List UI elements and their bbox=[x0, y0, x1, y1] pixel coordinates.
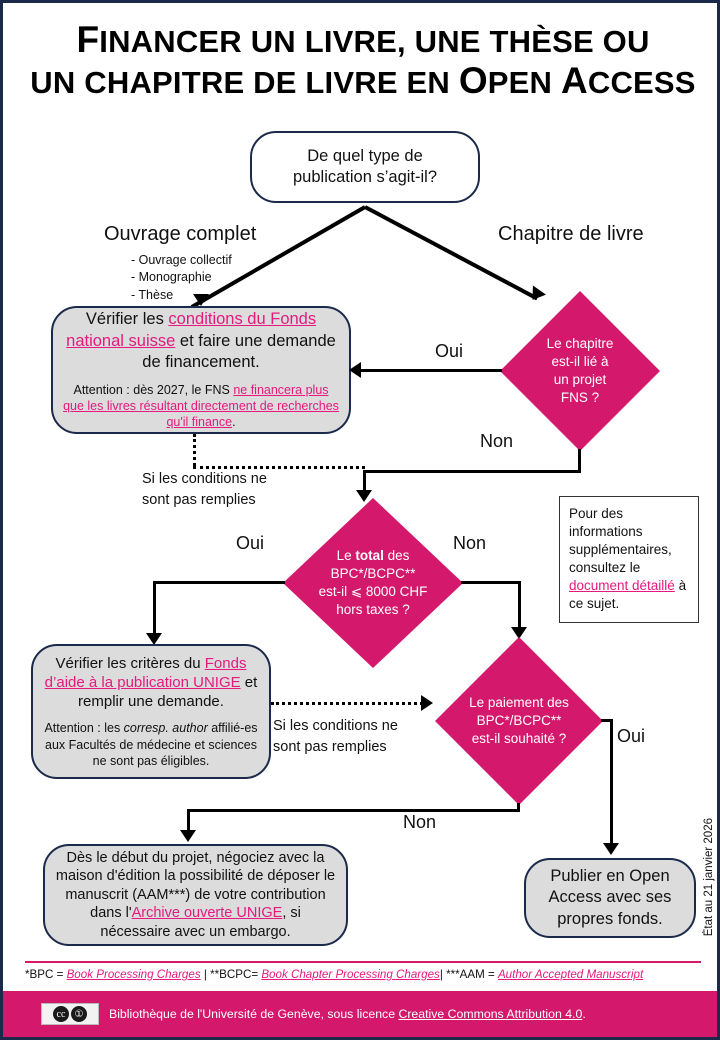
title-line1-capital: F bbox=[76, 19, 100, 60]
title-line2-o: O bbox=[458, 60, 488, 102]
arrowhead-total-no bbox=[511, 627, 527, 639]
edge-total-yes-horiz bbox=[153, 581, 285, 585]
archive-ouverte-link[interactable]: Archive ouverte UNIGE bbox=[131, 905, 283, 922]
title-line2-a2: A bbox=[560, 60, 588, 102]
fns-box-main: Vérifier les conditions du Fonds nationa… bbox=[66, 310, 336, 371]
arrowhead-to-fns-box bbox=[193, 294, 209, 306]
unige-fund-link[interactable]: Fonds d’aide à la publication UNIGE bbox=[44, 654, 247, 692]
cc-license-link[interactable]: Creative Commons Attribution 4.0 bbox=[398, 1007, 583, 1021]
edge-fns-no-horiz bbox=[363, 470, 581, 474]
decision-chapter-fns-text: Le chapitre est-il lié à un projet FNS ? bbox=[546, 335, 614, 406]
edge-total-no-vert bbox=[518, 581, 522, 629]
label-oui-fns: Oui bbox=[435, 341, 464, 361]
sublist-item-0: - Ouvrage collectif bbox=[131, 253, 232, 267]
start-line1: De quel type de bbox=[307, 146, 423, 165]
cc-mark: cc bbox=[53, 1006, 69, 1022]
publish-line2: Access avec ses bbox=[548, 888, 672, 907]
unige-box-note: Attention : les corresp. author affilié-… bbox=[44, 721, 258, 768]
label-oui-payment: Oui bbox=[617, 726, 646, 746]
start-line2: publication s’agit-il? bbox=[293, 168, 437, 186]
arrowhead-payment-no bbox=[180, 830, 196, 842]
aam-deposit-box: Dès le début du projet, négociez avec la… bbox=[43, 844, 348, 946]
edge-payment-no-down bbox=[187, 809, 191, 833]
edge-payment-yes-vert bbox=[610, 719, 614, 845]
decision-payment-desired: Le paiement des BPC*/BCPC** est-il souha… bbox=[435, 637, 603, 805]
decision-payment-text: Le paiement des BPC*/BCPC** est-il souha… bbox=[469, 694, 569, 747]
dotted-edge-1-horiz bbox=[193, 466, 365, 469]
fns-policy-link[interactable]: ne financera plus que les livres résulta… bbox=[63, 382, 339, 430]
aam-definition-link[interactable]: Author Accepted Manuscript bbox=[497, 968, 644, 981]
edge-total-yes-vert bbox=[153, 581, 157, 635]
label-non-total: Non bbox=[453, 533, 487, 553]
label-non-fns: Non bbox=[480, 431, 514, 451]
total-line1: Le total des bbox=[336, 547, 410, 563]
title-line2-ccess: CCESS bbox=[587, 65, 696, 101]
branch-left-sublist: - Ouvrage collectif - Monographie - Thès… bbox=[131, 252, 232, 304]
fns-box-note: Attention : dès 2027, le FNS ne financer… bbox=[63, 382, 339, 430]
label-oui-total: Oui bbox=[236, 533, 265, 553]
by-mark: ① bbox=[71, 1006, 87, 1022]
edge-fns-no-vert bbox=[578, 449, 582, 473]
branch-label-left: Ouvrage complet bbox=[104, 223, 257, 245]
unige-note-italic: corresp. author bbox=[123, 721, 208, 736]
decision-total-bpc: Le total des BPC*/BCPC** est-il ⩽ 8000 C… bbox=[283, 498, 463, 668]
sublist-item-1: - Monographie bbox=[131, 270, 212, 285]
status-date: État au 21 janvier 2026 bbox=[703, 818, 715, 937]
dotted-edge-2 bbox=[271, 702, 423, 705]
creative-commons-icon: cc ① bbox=[41, 1003, 99, 1025]
branch-label-right: Chapitre de livre bbox=[498, 223, 644, 245]
dotted-edge-1-vert bbox=[193, 434, 196, 466]
label-non-payment: Non bbox=[403, 812, 437, 832]
edge-payment-no-horiz bbox=[187, 809, 520, 813]
unige-box-main: Vérifier les critères du Fonds d’aide à … bbox=[44, 654, 258, 711]
sublist-item-2: - Thèse bbox=[131, 287, 174, 302]
detailed-document-link[interactable]: document détaillé bbox=[569, 577, 675, 593]
decision-total-bpc-text: Le total des BPC*/BCPC** est-il ⩽ 8000 C… bbox=[318, 547, 428, 618]
edge-payment-yes-horiz bbox=[601, 719, 613, 723]
arrowhead-to-chapter-diamond bbox=[526, 285, 546, 305]
arrowhead-fns-no bbox=[356, 490, 372, 502]
footnotes: *BPC = Book Processing Charges | **BCPC=… bbox=[25, 968, 644, 981]
decision-chapter-fns: Le chapitre est-il lié à un projet FNS ? bbox=[500, 291, 660, 451]
bcpc-definition-link[interactable]: Book Chapter Processing Charges bbox=[261, 968, 440, 981]
edge-payment-no-vert bbox=[517, 803, 521, 812]
page-title: FINANCER UN LIVRE, UNE THÈSE OU UN CHAPI… bbox=[3, 19, 717, 102]
start-node: De quel type de publication s’agit-il? bbox=[250, 131, 480, 203]
title-line2-a: UN CHAPITRE DE LIVRE EN bbox=[30, 65, 459, 101]
info-box: Pour des informations supplémentaires, c… bbox=[559, 496, 699, 623]
arrowhead-payment-yes bbox=[603, 843, 619, 855]
footer-text: Bibliothèque de l'Université de Genève, … bbox=[109, 1007, 586, 1021]
footer-bar: cc ① Bibliothèque de l'Université de Gen… bbox=[3, 991, 717, 1037]
edge-start-to-chapter-diamond bbox=[364, 205, 539, 301]
arrowhead-dotted-2 bbox=[421, 695, 433, 711]
title-line2-pen: PEN bbox=[487, 65, 561, 101]
dotted-label-1: Si les conditions ne sont pas remplies bbox=[142, 471, 267, 509]
footnote-divider bbox=[25, 961, 701, 963]
dotted-label-2: Si les conditions ne sont pas remplies bbox=[273, 718, 398, 756]
publish-own-funds-box: Publier en Open Access avec ses propres … bbox=[524, 858, 696, 938]
edge-total-no-horiz bbox=[461, 581, 521, 585]
bpc-definition-link[interactable]: Book Processing Charges bbox=[66, 968, 201, 981]
edge-fns-no-down bbox=[363, 470, 367, 492]
fns-conditions-link[interactable]: conditions du Fonds national suisse bbox=[66, 310, 317, 350]
title-line1-rest: INANCER UN LIVRE, UNE THÈSE OU bbox=[99, 24, 650, 59]
publish-line3: propres fonds. bbox=[557, 909, 663, 928]
edge-fns-yes bbox=[361, 369, 502, 373]
publish-line1: Publier en Open bbox=[550, 867, 670, 886]
arrowhead-fns-yes bbox=[349, 362, 361, 378]
aam-box-text: Dès le début du projet, négociez avec la… bbox=[55, 849, 336, 940]
unige-fund-box: Vérifier les critères du Fonds d’aide à … bbox=[31, 644, 271, 779]
fns-conditions-box: Vérifier les conditions du Fonds nationa… bbox=[51, 306, 351, 434]
arrowhead-total-yes bbox=[146, 633, 162, 645]
